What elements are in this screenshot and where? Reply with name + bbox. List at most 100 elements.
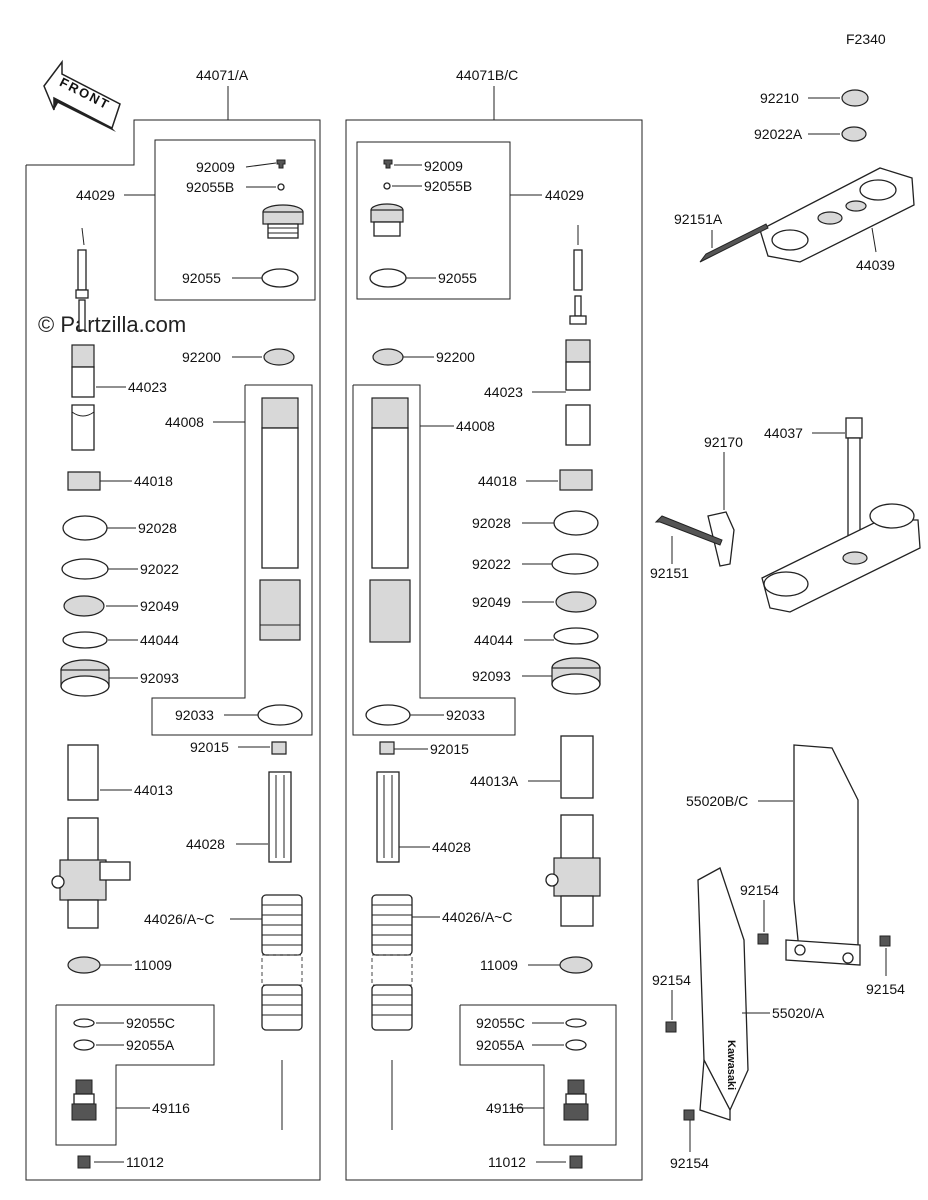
steering-and-guards: 92210 92022A 92151A 44039 44037 bbox=[650, 89, 921, 1171]
label-44018-right: 44018 bbox=[478, 473, 517, 489]
oil-seal-icon bbox=[63, 595, 105, 617]
label-92009-right: 92009 bbox=[424, 158, 463, 174]
valve-icon bbox=[71, 1079, 97, 1121]
inner-tube-icon-right bbox=[369, 397, 411, 643]
drain-bolt-icon bbox=[77, 1155, 91, 1169]
label-92028-left: 92028 bbox=[138, 520, 177, 536]
fork-cap-icon-right bbox=[370, 203, 404, 237]
label-49116-right: 49116 bbox=[486, 1100, 524, 1116]
label-49116-left: 49116 bbox=[152, 1100, 190, 1116]
label-92200-left: 92200 bbox=[182, 349, 221, 365]
spring-icon bbox=[261, 894, 303, 1130]
label-92028-right: 92028 bbox=[472, 515, 511, 531]
label-92154-c: 92154 bbox=[652, 972, 691, 988]
label-11009-left: 11009 bbox=[134, 957, 172, 973]
label-44013a-right: 44013A bbox=[470, 773, 519, 789]
bolt-icon bbox=[276, 159, 286, 169]
label-44029-right: 44029 bbox=[545, 187, 584, 203]
label-92154-b: 92154 bbox=[866, 981, 905, 997]
label-44044-left: 44044 bbox=[140, 632, 179, 648]
label-92055b-left: 92055B bbox=[186, 179, 234, 195]
label-92049-right: 92049 bbox=[472, 594, 511, 610]
label-92033-left: 92033 bbox=[175, 707, 214, 723]
label-92022-left: 92022 bbox=[140, 561, 179, 577]
stop-ring-icon bbox=[257, 704, 303, 726]
label-55020bc: 55020B/C bbox=[686, 793, 748, 809]
label-92055-left: 92055 bbox=[182, 270, 221, 286]
label-92151: 92151 bbox=[650, 565, 689, 581]
stem-nut-icon bbox=[841, 89, 869, 107]
o-ring-icon bbox=[261, 268, 299, 288]
bushing-ring-icon bbox=[62, 515, 108, 541]
label-92093-left: 92093 bbox=[140, 670, 179, 686]
label-92009-left: 92009 bbox=[196, 159, 235, 175]
stem-bolt-icon bbox=[654, 515, 723, 546]
label-44026-left: 44026/A~C bbox=[144, 911, 214, 927]
label-44013-left: 44013 bbox=[134, 782, 173, 798]
label-92022a: 92022A bbox=[754, 126, 803, 142]
label-44023-left: 44023 bbox=[128, 379, 167, 395]
inner-tube-icon bbox=[259, 397, 301, 641]
dust-seal-icon bbox=[60, 659, 110, 697]
label-92093-right: 92093 bbox=[472, 668, 511, 684]
label-92055-right: 92055 bbox=[438, 270, 477, 286]
cylinder-icon-right bbox=[376, 771, 400, 863]
label-92049-left: 92049 bbox=[140, 598, 179, 614]
label-92055a-right: 92055A bbox=[476, 1037, 525, 1053]
damper-rod-icon-right bbox=[565, 225, 591, 446]
label-92154-d: 92154 bbox=[670, 1155, 709, 1171]
right-assembly-frame bbox=[345, 119, 643, 1181]
spring-icon-right bbox=[371, 894, 413, 1130]
assembly-left-label: 44071/A bbox=[196, 67, 249, 83]
bushing-icon bbox=[67, 471, 101, 491]
label-92022-right: 92022 bbox=[472, 556, 511, 572]
fork-guard-a-icon bbox=[697, 867, 749, 1121]
label-44008-left: 44008 bbox=[165, 414, 204, 430]
label-44028-left: 44028 bbox=[186, 836, 225, 852]
watermark: © Partzilla.com bbox=[38, 312, 186, 337]
assembly-right-label: 44071B/C bbox=[456, 67, 518, 83]
left-assembly: 92009 92055B 44029 92055 44023 bbox=[51, 139, 316, 1170]
label-44026-right: 44026/A~C bbox=[442, 909, 512, 925]
label-44008-right: 44008 bbox=[456, 418, 495, 434]
label-55020a: 55020/A bbox=[772, 1005, 825, 1021]
outer-tube-icon bbox=[51, 744, 131, 929]
fork-guard-bc-icon bbox=[785, 744, 861, 966]
label-11012-left: 11012 bbox=[126, 1154, 164, 1170]
outer-tube-icon-right bbox=[545, 735, 601, 927]
cable-clamp-icon bbox=[707, 511, 735, 567]
valve-icon-right bbox=[563, 1079, 589, 1121]
label-11009-right: 11009 bbox=[480, 957, 518, 973]
label-44039: 44039 bbox=[856, 257, 895, 273]
washer-ring-icon bbox=[61, 558, 109, 580]
circlip-icon bbox=[62, 631, 108, 649]
label-92015-right: 92015 bbox=[430, 741, 469, 757]
label-44018-left: 44018 bbox=[134, 473, 173, 489]
right-assembly: 92009 92055B 44029 92055 92200 44023 4 bbox=[352, 141, 617, 1170]
label-92200-right: 92200 bbox=[436, 349, 475, 365]
guard-text: Kawasaki bbox=[725, 1040, 737, 1090]
label-44044-right: 44044 bbox=[474, 632, 513, 648]
damper-rod-icon bbox=[71, 227, 95, 451]
label-92210: 92210 bbox=[760, 90, 799, 106]
steering-stem-icon bbox=[761, 417, 921, 613]
label-92055a-left: 92055A bbox=[126, 1037, 175, 1053]
label-92055c-left: 92055C bbox=[126, 1015, 175, 1031]
label-92170: 92170 bbox=[704, 434, 743, 450]
washer-icon bbox=[263, 348, 295, 366]
label-11012-right: 11012 bbox=[488, 1154, 526, 1170]
dust-seal-icon-right bbox=[551, 657, 601, 695]
label-92015-left: 92015 bbox=[190, 739, 229, 755]
label-92151a: 92151A bbox=[674, 211, 723, 227]
label-44028-right: 44028 bbox=[432, 839, 471, 855]
label-92055b-right: 92055B bbox=[424, 178, 472, 194]
figure-code: F2340 bbox=[846, 31, 886, 47]
nut-icon bbox=[271, 741, 287, 755]
gasket-icon bbox=[67, 956, 101, 974]
label-92154-a: 92154 bbox=[740, 882, 779, 898]
left-assembly-frame bbox=[25, 119, 321, 1181]
label-44023-right: 44023 bbox=[484, 384, 523, 400]
label-44029-left: 44029 bbox=[76, 187, 115, 203]
cylinder-icon bbox=[268, 771, 292, 863]
